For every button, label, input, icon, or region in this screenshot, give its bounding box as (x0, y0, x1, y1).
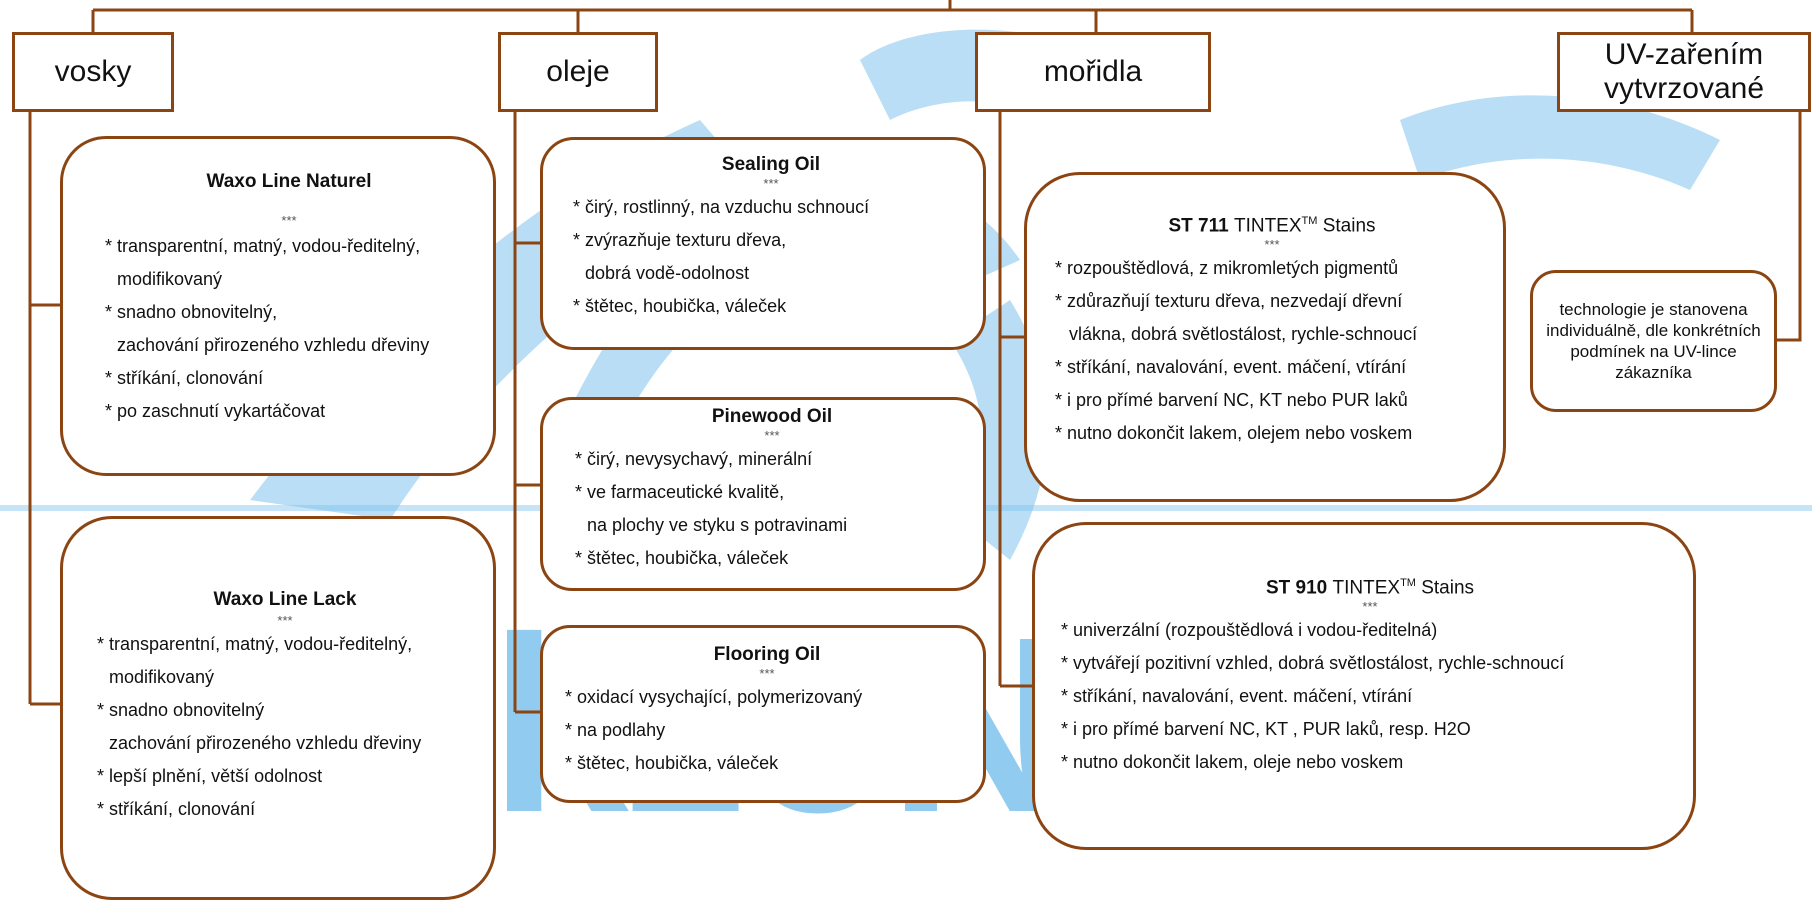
stars-separator: *** (764, 428, 780, 443)
product-box-st711: ST 711 TINTEXTM Stains *** * rozpouštědl… (1024, 172, 1506, 502)
feature-item: * snadno obnovitelný (97, 700, 265, 720)
stars-separator: *** (281, 213, 297, 228)
product-title: Waxo Line Lack (213, 589, 357, 610)
feature-item: * ve farmaceutické kvalitě, (575, 482, 785, 502)
feature-item: * štětec, houbička, váleček (565, 753, 779, 773)
product-box-waxo-lack: Waxo Line Lack *** * transparentní, matn… (60, 516, 496, 900)
feature-item: * stříkání, navalování, event. máčení, v… (1061, 686, 1413, 707)
feature-item: * nutno dokončit lakem, oleje nebo voske… (1061, 752, 1404, 773)
feature-item: * čirý, rostlinný, na vzduchu schnoucí (573, 197, 870, 217)
feature-item: * vytvářejí pozitivní vzhled, dobrá svět… (1061, 653, 1565, 674)
feature-item: * na podlahy (565, 720, 666, 740)
feature-item: * i pro přímé barvení NC, KT nebo PUR la… (1055, 390, 1408, 411)
product-suffix: Stains (1322, 215, 1376, 237)
feature-item: na plochy ve styku s potravinami (587, 515, 848, 535)
feature-item: * snadno obnovitelný, (105, 302, 278, 322)
uv-note-text: technologie je stanovena individuálně, d… (1546, 300, 1761, 382)
feature-item: * zvýrazňuje texturu dřeva, (573, 230, 787, 250)
category-uv: UV-zařením vytvrzované (1557, 32, 1811, 112)
product-brand: TINTEX (1233, 215, 1302, 237)
product-box-st910: ST 910 TINTEXTM Stains *** * univerzální… (1032, 522, 1696, 850)
product-box-waxo-naturel: Waxo Line Naturel *** * transparentní, m… (60, 136, 496, 476)
feature-item: * stříkání, navalování, event. máčení, v… (1055, 357, 1407, 378)
product-title: Sealing Oil (721, 154, 821, 175)
product-code: ST 711 (1168, 215, 1229, 237)
feature-item: * i pro přímé barvení NC, KT , PUR laků,… (1061, 719, 1471, 740)
product-code: ST 910 (1265, 577, 1328, 599)
product-title: Flooring Oil (713, 644, 821, 665)
stars-separator: *** (1264, 237, 1280, 253)
feature-list: * univerzální (rozpouštědlová i vodou-ře… (1061, 614, 1679, 779)
stars-separator: *** (763, 176, 779, 191)
feature-item: vlákna, dobrá světlostálost, rychle-schn… (1069, 324, 1418, 345)
feature-list: * čirý, rostlinný, na vzduchu schnoucí *… (573, 191, 969, 323)
feature-list: * rozpouštědlová, z mikromletých pigment… (1055, 252, 1489, 450)
product-title: ST 711 TINTEXTM Stains (1055, 215, 1489, 237)
feature-item: * stříkání, clonování (105, 368, 264, 388)
feature-list: * čirý, nevysychavý, minerální * ve farm… (575, 443, 969, 575)
feature-item: * oxidací vysychající, polymerizovaný (565, 687, 863, 707)
feature-item: modifikovaný (117, 269, 223, 289)
feature-item: * transparentní, matný, vodou-ředitelný, (97, 634, 413, 654)
feature-item: * čirý, nevysychavý, minerální (575, 449, 813, 469)
feature-item: dobrá vodě-odolnost (585, 263, 750, 283)
category-label: UV-zařením vytvrzované (1603, 38, 1765, 105)
feature-item: modifikovaný (109, 667, 215, 687)
feature-item: zachování přirozeného vzhledu dřeviny (117, 335, 430, 355)
product-brand: TINTEX (1332, 577, 1401, 599)
feature-item: zachování přirozeného vzhledu dřeviny (109, 733, 422, 753)
product-title: Pinewood Oil (711, 406, 833, 427)
category-label: oleje (546, 55, 610, 88)
feature-item: * rozpouštědlová, z mikromletých pigment… (1055, 258, 1399, 279)
uv-technology-note: technologie je stanovena individuálně, d… (1530, 270, 1777, 412)
stars-separator: *** (759, 666, 775, 681)
product-title: ST 910 TINTEXTM Stains (1061, 577, 1679, 599)
feature-item: * zdůrazňují texturu dřeva, nezvedají dř… (1055, 291, 1403, 312)
stars-separator: *** (1362, 599, 1378, 615)
feature-item: * transparentní, matný, vodou-ředitelný, (105, 236, 421, 256)
feature-item: * štětec, houbička, váleček (573, 296, 787, 316)
product-title: Waxo Line Naturel (206, 171, 372, 192)
feature-item: * štětec, houbička, váleček (575, 548, 789, 568)
stars-separator: *** (277, 613, 293, 628)
product-box-flooring-oil: Flooring Oil *** * oxidací vysychající, … (540, 625, 986, 803)
category-moridla: mořidla (975, 32, 1211, 112)
category-vosky: vosky (12, 32, 174, 112)
feature-item: * stříkání, clonování (97, 799, 256, 819)
feature-item: * lepší plnění, větší odolnost (97, 766, 323, 786)
feature-item: * nutno dokončit lakem, olejem nebo vosk… (1055, 423, 1413, 444)
product-suffix: Stains (1421, 577, 1475, 599)
feature-item: * po zaschnutí vykartáčovat (105, 401, 326, 421)
product-box-sealing-oil: Sealing Oil *** * čirý, rostlinný, na vz… (540, 137, 986, 350)
category-label: vosky (54, 55, 132, 88)
trademark-mark: TM (1400, 577, 1416, 589)
feature-item: * univerzální (rozpouštědlová i vodou-ře… (1061, 620, 1438, 641)
feature-list: * transparentní, matný, vodou-ředitelný,… (105, 230, 473, 428)
product-box-pinewood-oil: Pinewood Oil *** * čirý, nevysychavý, mi… (540, 397, 986, 591)
feature-list: * transparentní, matný, vodou-ředitelný,… (97, 628, 473, 826)
feature-list: * oxidací vysychající, polymerizovaný * … (565, 681, 969, 780)
trademark-mark: TM (1301, 215, 1318, 227)
category-oleje: oleje (498, 32, 658, 112)
category-label: mořidla (1043, 55, 1143, 88)
